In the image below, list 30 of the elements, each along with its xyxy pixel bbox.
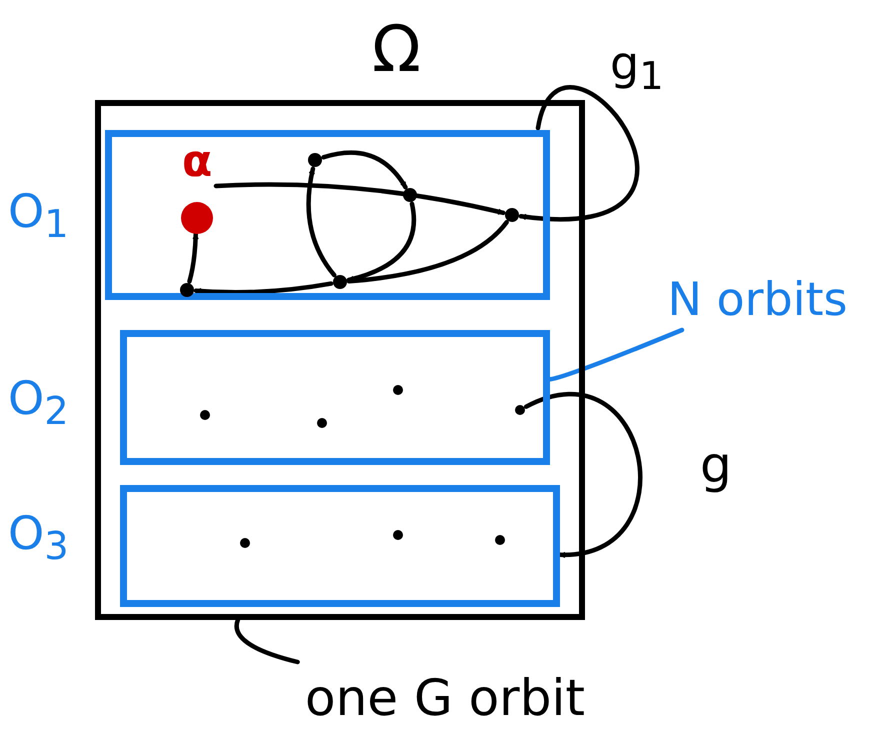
arrow (194, 281, 334, 295)
point (200, 410, 210, 420)
point (240, 538, 250, 548)
point (393, 530, 403, 540)
leader-line (346, 220, 509, 284)
point (403, 188, 417, 202)
arrow (306, 166, 336, 278)
point (393, 385, 403, 395)
set-label: Ω (372, 18, 421, 82)
point (308, 153, 322, 167)
arrow (214, 182, 506, 216)
annotation-text: N orbits (645, 268, 870, 330)
point-label: α (182, 140, 212, 184)
point (515, 405, 525, 415)
point (495, 535, 505, 545)
orbit-label: O$_{2}$ (8, 375, 69, 432)
leader-line (234, 618, 300, 664)
orbit-label: O$_{3}$ (8, 510, 69, 567)
arrow (321, 150, 408, 190)
arrow (187, 232, 199, 284)
arrow (346, 202, 416, 282)
point (180, 283, 194, 297)
point (505, 208, 519, 222)
orbit-label: O$_{1}$ (8, 188, 69, 245)
arrow (524, 392, 642, 558)
point (317, 418, 327, 428)
annotation-text: one G orbit (245, 662, 645, 734)
point (333, 275, 347, 289)
leader-line (548, 328, 684, 382)
arrow (518, 86, 639, 222)
